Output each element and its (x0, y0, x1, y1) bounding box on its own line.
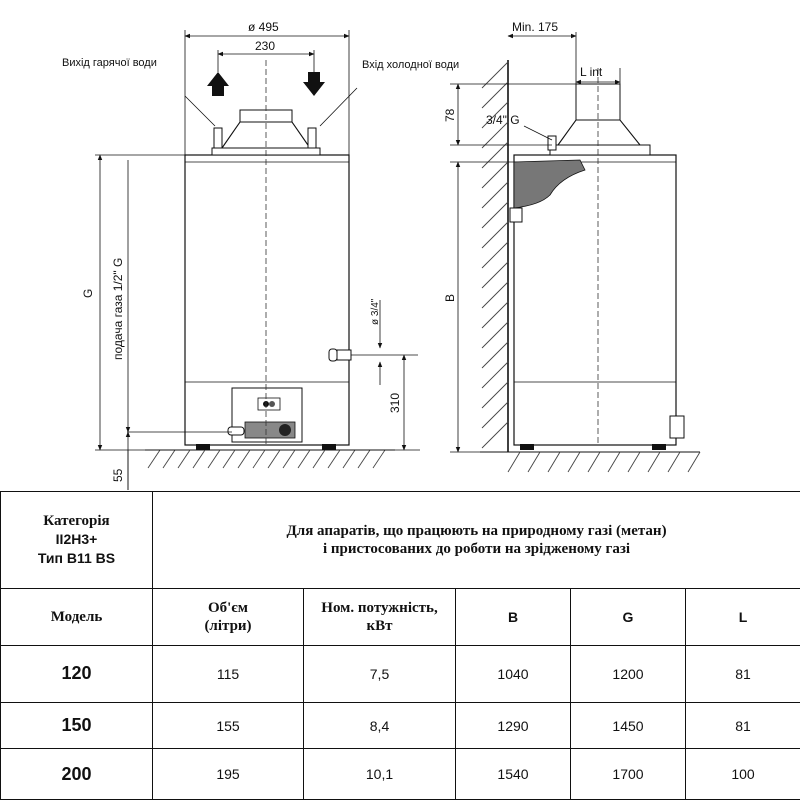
cold-water-arrow-icon (303, 72, 325, 96)
category-row: Категорія II2H3+ Тип B11 BS Для апаратів… (0, 490, 800, 590)
header-power-line2: кВт (366, 618, 393, 634)
dim-min175-label: Min. 175 (512, 20, 558, 34)
front-floor (145, 449, 395, 469)
side-wall (480, 60, 701, 473)
front-view: Вихід гарячої води Вхід холодної води ø … (62, 20, 459, 490)
dim-78-label: 78 (443, 108, 457, 122)
g-cell: 1200 (570, 644, 686, 703)
model-cell: 150 (0, 701, 153, 750)
flue-hood-side (556, 119, 642, 146)
category-code: II2H3+ (55, 531, 98, 548)
heater-body-side (513, 154, 677, 446)
l-cell: 81 (684, 644, 800, 703)
header-volume-line1: Об'єм (207, 600, 249, 616)
dim-G-label: G (81, 289, 95, 298)
dim-310-label: 310 (388, 393, 402, 413)
technical-drawing: Вихід гарячої води Вхід холодної води ø … (62, 20, 701, 490)
header-g: G (570, 588, 686, 646)
dim-55-label: 55 (111, 468, 125, 482)
header-power: Ном. потужність, кВт (303, 588, 456, 646)
type-label: Тип B11 BS (37, 550, 116, 567)
description-line2: і пристосованих до роботи на зрідженому … (323, 541, 631, 558)
dim-34G-label: 3/4" G (486, 113, 520, 127)
power-cell: 7,5 (303, 644, 456, 703)
volume-cell: 195 (152, 748, 304, 800)
header-volume: Об'єм (літри) (152, 588, 304, 646)
g-cell: 1700 (570, 748, 686, 800)
dim-diameter-label: ø 495 (248, 20, 279, 34)
volume-cell: 115 (152, 644, 304, 703)
hot-water-outlet-label: Вихід гарячої води (62, 57, 157, 69)
table-row: 200 195 10,1 1540 1700 100 (0, 748, 800, 800)
power-cell: 8,4 (303, 701, 456, 750)
side-view: Min. 175 L int 78 3/4" G B (443, 20, 701, 473)
description-line1: Для апаратів, що працюють на природному … (286, 523, 667, 540)
spec-table: Категорія II2H3+ Тип B11 BS Для апаратів… (0, 490, 800, 800)
category-cell: Категорія II2H3+ Тип B11 BS (0, 490, 153, 590)
b-cell: 1540 (455, 748, 571, 800)
l-cell: 100 (684, 748, 800, 800)
heater-body-front (184, 154, 350, 446)
header-volume-line2: (літри) (204, 618, 252, 634)
cold-water-inlet-label: Вхід холодної води (362, 59, 459, 71)
hot-water-arrow-icon (207, 72, 229, 96)
b-cell: 1040 (455, 644, 571, 703)
table-row: 150 155 8,4 1290 1450 81 (0, 701, 800, 750)
header-b: B (455, 588, 571, 646)
dim-Lint-label: L int (580, 65, 603, 79)
header-model: Модель (0, 588, 153, 646)
category-label: Категорія (43, 513, 110, 530)
volume-cell: 155 (152, 701, 304, 750)
gas-supply-label: подача газа 1/2" G (111, 258, 125, 360)
g-cell: 1450 (570, 701, 686, 750)
dim-gas-diameter-label: ø 3/4" (370, 298, 381, 325)
dim-B-label: B (443, 294, 457, 302)
power-cell: 10,1 (303, 748, 456, 800)
description-cell: Для апаратів, що працюють на природному … (151, 490, 800, 590)
header-l: L (684, 588, 800, 646)
header-row: Модель Об'єм (літри) Ном. потужність, кВ… (0, 588, 800, 646)
b-cell: 1290 (455, 701, 571, 750)
table-row: 120 115 7,5 1040 1200 81 (0, 644, 800, 703)
l-cell: 81 (684, 701, 800, 750)
header-power-line1: Ном. потужність, (321, 600, 438, 616)
dim-230-label: 230 (255, 39, 275, 53)
model-cell: 200 (0, 748, 153, 800)
cutaway-section (513, 159, 586, 209)
model-cell: 120 (0, 644, 153, 703)
